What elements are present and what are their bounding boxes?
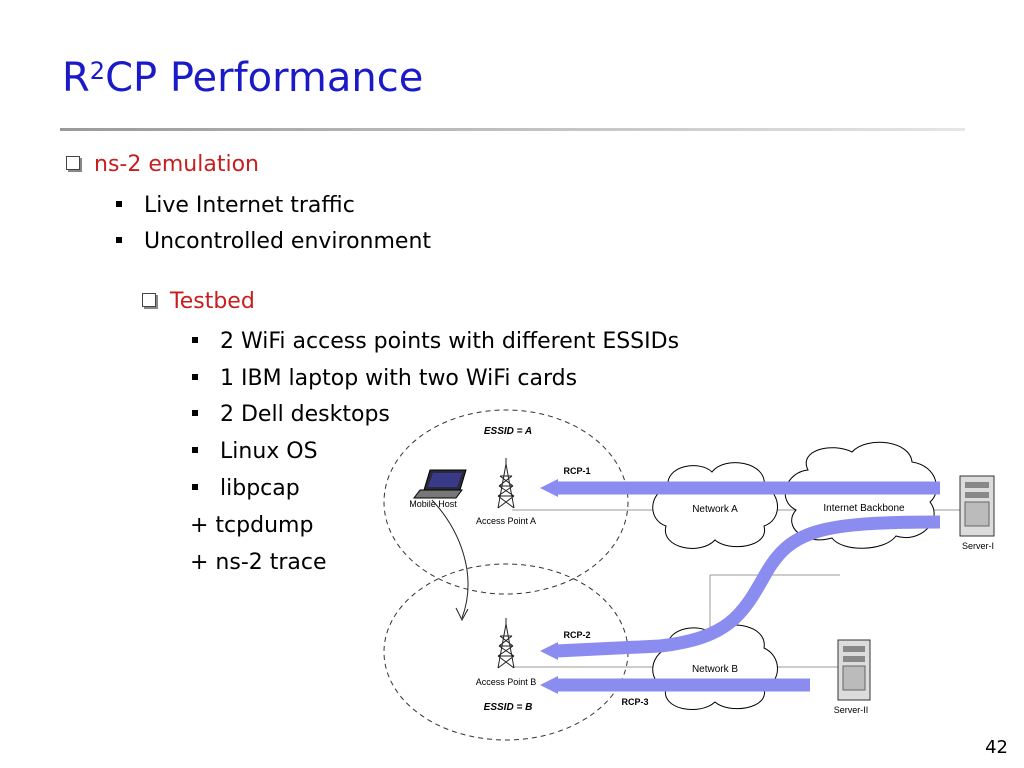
- bullet-item: libpcap: [192, 476, 300, 501]
- server-1-label: Server-I: [962, 541, 994, 551]
- bullet-item: 1 IBM laptop with two WiFi cards: [192, 366, 577, 391]
- checkbox-bullet-icon: [66, 156, 80, 170]
- bullet-item: Uncontrolled environment: [116, 229, 431, 254]
- rcp1-label: RCP-1: [563, 466, 590, 476]
- square-bullet-icon: [116, 201, 122, 207]
- essid-a-zone: [383, 409, 629, 595]
- section-testbed: Testbed: [142, 289, 255, 314]
- access-point-b-label: Access Point B: [476, 677, 537, 687]
- square-bullet-icon: [192, 447, 198, 453]
- server-1-icon: [959, 475, 995, 537]
- bullet-item: Live Internet traffic: [116, 193, 355, 218]
- access-point-a-label: Access Point A: [476, 516, 536, 526]
- rcp3-label: RCP-3: [621, 697, 648, 707]
- rcp2-label: RCP-2: [563, 630, 590, 640]
- internet-backbone-cloud: [784, 441, 937, 549]
- rcp2-flow: [555, 515, 941, 658]
- bullet-item: 2 Dell desktops: [192, 402, 390, 427]
- mobile-host-label: Mobile Host: [409, 499, 457, 509]
- essid-b-zone: [383, 563, 629, 741]
- square-bullet-icon: [192, 374, 198, 380]
- square-bullet-icon: [116, 237, 122, 243]
- mobility-arrow: [431, 499, 469, 619]
- square-bullet-icon: [192, 484, 198, 490]
- rcp3-arrowhead-icon: [540, 676, 558, 694]
- arrow-head-icon: [455, 607, 469, 622]
- square-bullet-icon: [192, 410, 198, 416]
- rcp2-arrowhead-icon: [540, 642, 558, 660]
- page-number: 42: [985, 737, 1008, 758]
- network-b-cloud: [652, 624, 778, 710]
- bullet-item: Linux OS: [192, 439, 318, 464]
- bullet-item: 2 WiFi access points with different ESSI…: [192, 329, 679, 354]
- network-a-cloud: [652, 462, 778, 549]
- network-a-label: Network A: [692, 504, 738, 515]
- extra-item: + tcpdump: [190, 513, 314, 538]
- section-ns2-emulation: ns-2 emulation: [66, 152, 259, 177]
- server-2-icon: [837, 639, 871, 701]
- network-b-label: Network B: [692, 664, 738, 675]
- essid-b-label: ESSID = B: [484, 702, 533, 713]
- title-divider: [60, 128, 965, 131]
- server-2-label: Server-II: [834, 705, 869, 715]
- extra-item: + ns-2 trace: [190, 550, 327, 575]
- rcp1-arrowhead-icon: [540, 479, 558, 497]
- access-point-a-tower-icon: [497, 458, 515, 509]
- mobile-host-laptop-icon: [413, 469, 467, 499]
- access-point-b-tower-icon: [497, 618, 515, 669]
- square-bullet-icon: [192, 337, 198, 343]
- slide-title: R2CP Performance: [62, 55, 424, 101]
- checkbox-bullet-icon: [142, 293, 156, 307]
- essid-a-label: ESSID = A: [484, 426, 532, 437]
- internet-backbone-label: Internet Backbone: [823, 503, 905, 514]
